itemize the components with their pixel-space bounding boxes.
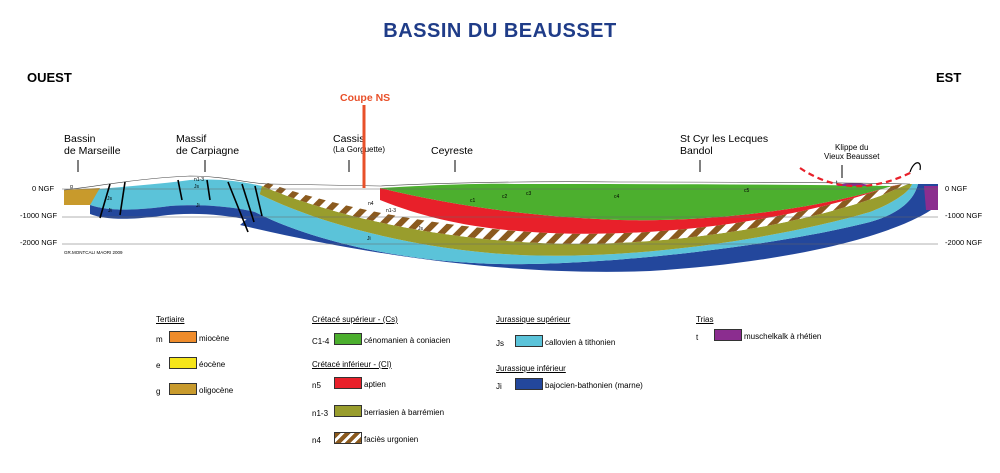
- code-ji-west: Ji: [108, 208, 112, 214]
- layer-n4-urgonien: [262, 183, 908, 244]
- west-label: OUEST: [27, 70, 72, 85]
- location-klippe-line1: Klippe du: [835, 143, 869, 152]
- code-c3: c3: [526, 191, 532, 197]
- legend-code: m: [156, 335, 163, 344]
- legend-swatch-berriasien: [334, 405, 362, 417]
- legend-heading-cretace-superieur: Crétacé supérieur - (Cs): [312, 315, 398, 324]
- layer-n5-red: [380, 184, 902, 234]
- legend-heading-tertiaire: Tertiaire: [156, 315, 185, 324]
- location-ceyreste: Ceyreste: [431, 145, 474, 157]
- location-marseille-line1: Bassin: [64, 133, 96, 145]
- layer-g-marseille: [64, 188, 100, 205]
- legend-swatch-aptien: [334, 377, 362, 389]
- code-c1: c1: [470, 198, 476, 204]
- layer-cs-green: [380, 183, 892, 221]
- legend-code: Ji: [496, 382, 502, 391]
- legend-label: cénomanien à coniacien: [364, 336, 451, 345]
- depth-label-east-2000: -2000 NGF: [945, 238, 983, 247]
- east-label: EST: [936, 70, 962, 85]
- code-js-west: Js: [107, 196, 113, 202]
- code-ji-west-2: Ji: [196, 203, 200, 209]
- layer-ji-west: [90, 205, 255, 220]
- location-cassis: Cassis (La Gorguette): [333, 133, 385, 154]
- thrust-arrow: [909, 162, 921, 173]
- layer-n13-olive: [255, 184, 912, 256]
- legend-code: C1-4: [312, 337, 330, 346]
- location-stcyr-line2: Bandol: [680, 145, 713, 157]
- code-c2: c2: [502, 194, 508, 200]
- topographic-surface: [63, 175, 911, 191]
- legend-swatch-eocene: [169, 357, 197, 369]
- legend-code: g: [156, 387, 161, 396]
- code-t: t: [836, 180, 838, 186]
- legend-heading-jurassique-inferieur: Jurassique inférieur: [496, 364, 566, 373]
- location-klippe-line2: Vieux Beausset: [824, 152, 880, 161]
- location-stcyr-line1: St Cyr les Lecques: [680, 133, 769, 145]
- legend-code: n1-3: [312, 409, 329, 418]
- depth-label-west-1000: -1000 NGF: [20, 211, 58, 220]
- location-marseille-line2: de Marseille: [64, 145, 121, 157]
- location-klippe: Klippe du Vieux Beausset: [824, 143, 879, 161]
- legend-heading-jurassique-superieur: Jurassique supérieur: [496, 315, 571, 324]
- legend-code: Js: [496, 339, 504, 348]
- legend-swatch-oligocene: [169, 383, 197, 395]
- legend-code: n5: [312, 381, 321, 390]
- layer-t-klippe: [836, 183, 872, 186]
- legend-heading-cretace-inferieur: Crétacé inférieur - (CI): [312, 360, 392, 369]
- legend-swatch-muschelkalk: [714, 329, 742, 341]
- location-stcyr: St Cyr les Lecques Bandol: [680, 133, 768, 157]
- klippe-thrust-dashed: [799, 167, 913, 188]
- legend-heading-trias: Trias: [696, 315, 714, 324]
- depth-label-west-2000: -2000 NGF: [20, 238, 58, 247]
- legend-code: e: [156, 361, 161, 370]
- code-g: g: [70, 184, 73, 190]
- legend-label: callovien à tithonien: [545, 338, 616, 347]
- layer-t-east: [924, 186, 938, 210]
- legend-label: faciès urgonien: [364, 435, 419, 444]
- code-ji-center: Ji: [367, 236, 371, 242]
- depth-label-east-0: 0 NGF: [945, 184, 968, 193]
- legend-label: muschelkalk à rhétien: [744, 332, 822, 341]
- legend-swatch-cenomanien: [334, 333, 362, 345]
- location-carpiagne-line1: Massif: [176, 133, 207, 145]
- code-c4: c4: [614, 194, 620, 200]
- location-carpiagne-line2: de Carpiagne: [176, 145, 240, 157]
- faults: [99, 179, 263, 233]
- legend-swatch-miocene: [169, 331, 197, 343]
- location-carpiagne: Massif de Carpiagne: [176, 133, 239, 157]
- legend-label: bajocien-bathonien (marne): [545, 381, 643, 390]
- legend-label: éocène: [199, 360, 226, 369]
- code-c5: c5: [744, 188, 750, 194]
- legend-swatch-callovien: [515, 335, 543, 347]
- location-cassis-line1: Cassis: [333, 133, 365, 145]
- legend-code: n4: [312, 436, 321, 445]
- layer-js-west: [90, 179, 262, 212]
- depth-label-west-0: 0 NGF: [32, 184, 55, 193]
- code-n13: n1-3: [386, 208, 396, 214]
- coupe-ns-label: Coupe NS: [340, 92, 391, 104]
- legend-swatch-urgonien: [334, 432, 362, 444]
- code-js-center: Js: [418, 226, 424, 232]
- figure-title: BASSIN DU BEAUSSET: [383, 20, 617, 42]
- code-n4: n4: [368, 201, 374, 207]
- author-credit: GR.MONTCALI MAORI 2009: [64, 250, 123, 255]
- legend-label: aptien: [364, 380, 386, 389]
- legend-swatch-bajocien: [515, 378, 543, 390]
- legend-code: t: [696, 333, 699, 342]
- legend-label: oligocène: [199, 386, 234, 395]
- code-n13-west: n1-3: [194, 177, 204, 183]
- location-marseille: Bassin de Marseille: [64, 133, 121, 157]
- layer-ji-blue: [240, 184, 938, 272]
- legend-label: miocène: [199, 334, 230, 343]
- location-cassis-sub: (La Gorguette): [333, 145, 386, 154]
- legend-label: berriasien à barrémien: [364, 408, 445, 417]
- depth-label-east-1000: -1000 NGF: [945, 211, 983, 220]
- code-js-west-2: Js: [194, 184, 200, 190]
